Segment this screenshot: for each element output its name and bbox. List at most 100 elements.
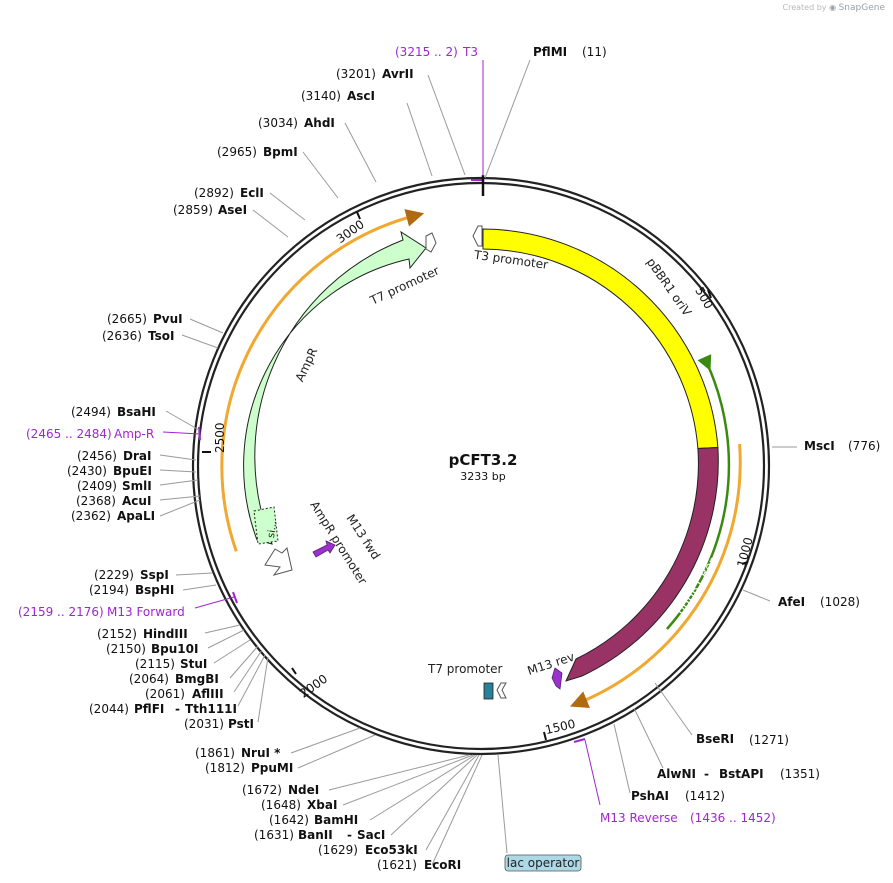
svg-text:(1648): (1648) xyxy=(261,798,301,812)
svg-text:M13 Forward: M13 Forward xyxy=(107,605,185,619)
svg-text:BsaHI: BsaHI xyxy=(117,405,156,419)
svg-text:(2409): (2409) xyxy=(77,479,117,493)
svg-text:T3: T3 xyxy=(462,45,478,59)
svg-text:AvrII: AvrII xyxy=(382,67,414,81)
plasmid-name: pCFT3.2 xyxy=(449,451,518,469)
label-t7-promoter-top: T7 promoter xyxy=(367,263,441,308)
site-psti: (2031)PstI xyxy=(184,717,254,731)
site-labels[interactable]: PflMI(11) MscI(776) AfeI(1028) BseRI(127… xyxy=(67,45,880,872)
svg-text:BamHI: BamHI xyxy=(314,813,358,827)
svg-text:(1412): (1412) xyxy=(685,789,725,803)
svg-text:(2150): (2150) xyxy=(106,642,146,656)
t3-promoter-arrow[interactable] xyxy=(472,225,483,247)
site-afliii: (2061)AflIII xyxy=(145,687,224,701)
plasmid-backbone xyxy=(191,176,771,756)
svg-text:(2494): (2494) xyxy=(71,405,111,419)
feature-ampr[interactable] xyxy=(243,230,427,545)
site-smli: (2409) SmlI xyxy=(77,479,152,493)
svg-text:(3034): (3034) xyxy=(258,116,298,130)
svg-text:AseI: AseI xyxy=(218,203,247,217)
m13-rev-primer-arrow[interactable] xyxy=(551,667,563,690)
svg-text:(2368): (2368) xyxy=(76,494,116,508)
tick-label-2000: 2000 xyxy=(297,672,330,701)
svg-text:AfeI: AfeI xyxy=(778,595,805,609)
plasmid-title: pCFT3.2 3233 bp xyxy=(449,451,518,483)
ampr-promoter-arrow[interactable] xyxy=(264,547,293,576)
svg-text:BseRI: BseRI xyxy=(696,732,734,746)
svg-text:Bpu10I: Bpu10I xyxy=(151,642,198,656)
primer-markers xyxy=(198,175,586,743)
svg-text:(2194): (2194) xyxy=(89,583,129,597)
svg-text:AcuI: AcuI xyxy=(122,494,151,508)
svg-text:MscI: MscI xyxy=(804,439,835,453)
svg-text:HindIII: HindIII xyxy=(143,627,188,641)
svg-text:BspHI: BspHI xyxy=(135,583,174,597)
site-bamhi: (1642)BamHI xyxy=(269,813,358,827)
site-nrui: (1861)NruI * xyxy=(195,746,281,760)
svg-text:(2044): (2044) xyxy=(89,702,129,716)
label-si: si... xyxy=(266,520,279,539)
svg-text:(1436 .. 1452): (1436 .. 1452) xyxy=(690,811,776,825)
site-sspi: (2229)SspI xyxy=(94,568,169,582)
svg-text:(2636): (2636) xyxy=(102,329,142,343)
svg-text:SmlI: SmlI xyxy=(122,479,152,493)
site-bpuei: (2430)BpuEI xyxy=(67,464,152,478)
site-msci: MscI (776) xyxy=(804,439,880,453)
svg-text:(1621): (1621) xyxy=(377,858,417,872)
svg-text:Eco53kI: Eco53kI xyxy=(365,843,418,857)
svg-text:(3201): (3201) xyxy=(336,67,376,81)
svg-text:AhdI: AhdI xyxy=(304,116,335,130)
site-apali: (2362) ApaLI xyxy=(71,509,155,523)
primer-labels[interactable]: (3215 .. 2)T3 (2465 .. 2484)Amp-R (2159 … xyxy=(18,45,776,825)
label-ampr: AmpR xyxy=(293,346,321,384)
svg-text:(3140): (3140) xyxy=(301,89,341,103)
svg-text:PflFI: PflFI xyxy=(134,702,164,716)
m13-fwd-primer-arrow[interactable] xyxy=(312,540,336,558)
tick-label-2500: 2500 xyxy=(213,422,227,453)
svg-text:(2362): (2362) xyxy=(71,509,111,523)
primer-t3: (3215 .. 2)T3 xyxy=(395,45,478,59)
site-ppumi: (1812)PpuMI xyxy=(205,761,293,775)
t7-promoter-top-arrow[interactable] xyxy=(425,232,437,253)
site-ecori: (1621)EcoRI xyxy=(377,858,461,872)
lac-operator-label[interactable]: lac operator xyxy=(504,854,582,872)
svg-text:M13 Reverse: M13 Reverse xyxy=(600,811,678,825)
svg-text:Amp-R: Amp-R xyxy=(114,427,154,441)
svg-text:(1629): (1629) xyxy=(318,843,358,857)
site-bsahi: (2494) BsaHI xyxy=(71,405,156,419)
svg-text:(776): (776) xyxy=(848,439,880,453)
svg-text:(2152): (2152) xyxy=(97,627,137,641)
svg-text:(2115): (2115) xyxy=(135,657,175,671)
plasmid-length: 3233 bp xyxy=(460,470,505,483)
site-bsphi: (2194) BspHI xyxy=(89,583,174,597)
orf-arc-rep-inner xyxy=(666,354,731,630)
svg-text:(2965): (2965) xyxy=(217,145,257,159)
label-m13-rev: M13 rev xyxy=(526,650,577,678)
feature-pbbr1-rep[interactable] xyxy=(565,446,719,682)
leader-lines xyxy=(159,59,797,866)
svg-text:ApaLI: ApaLI xyxy=(117,509,155,523)
site-alwni: AlwNI-BstAPI(1351) xyxy=(657,767,820,781)
svg-text:(11): (11) xyxy=(582,45,607,59)
tick-label-1500: 1500 xyxy=(544,717,577,738)
lac-operator-block[interactable] xyxy=(483,682,494,700)
credit-brand: SnapGene xyxy=(838,3,885,13)
site-banii: (1631)BanII-SacI xyxy=(254,828,385,842)
svg-text:(2229): (2229) xyxy=(94,568,134,582)
svg-text:(2031): (2031) xyxy=(184,717,224,731)
svg-text:XbaI: XbaI xyxy=(307,798,337,812)
site-ndei: (1672)NdeI xyxy=(242,783,319,797)
svg-text:(2859): (2859) xyxy=(173,203,213,217)
site-asei: (2859) AseI xyxy=(173,203,247,217)
primer-amp-r: (2465 .. 2484)Amp-R xyxy=(26,427,154,441)
t7-promoter-bottom-arrow[interactable] xyxy=(496,682,507,699)
svg-text:BpuEI: BpuEI xyxy=(113,464,152,478)
svg-text:AlwNI: AlwNI xyxy=(657,767,696,781)
orf-arc-rep-outer xyxy=(569,443,742,709)
orf-indicators xyxy=(220,209,742,709)
site-pflfi: (2044)PflFI-Tth111I xyxy=(89,702,237,716)
site-acui: (2368) AcuI xyxy=(76,494,151,508)
svg-text:AflIII: AflIII xyxy=(192,687,224,701)
site-stui: (2115)StuI xyxy=(135,657,207,671)
